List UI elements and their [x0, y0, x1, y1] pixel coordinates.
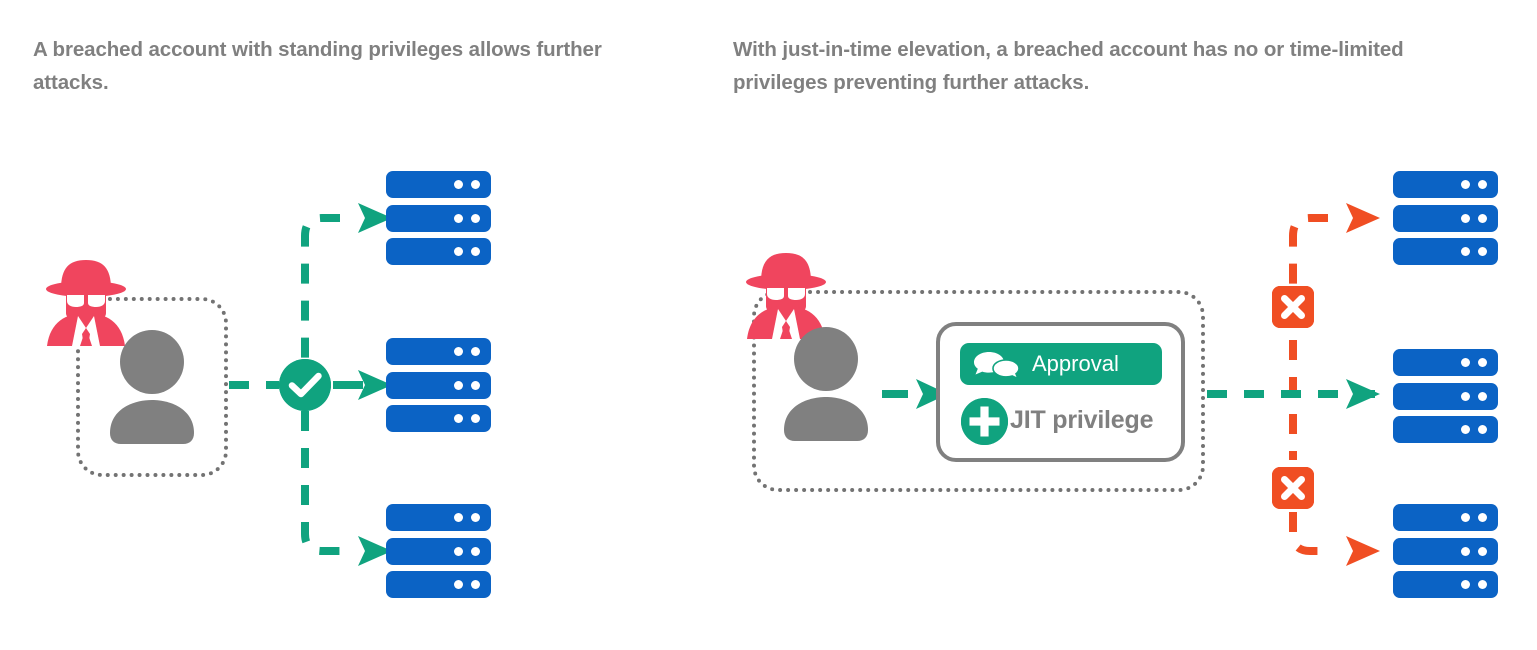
server-led [454, 180, 463, 189]
spy-icon [744, 249, 828, 339]
server-led [471, 347, 480, 356]
server-stack-middle [1393, 349, 1498, 443]
panel-just-in-time-elevation: With just-in-time elevation, a breached … [730, 0, 1537, 650]
server-unit [386, 537, 491, 565]
jit-elevation-card: Approval JIT privilege [936, 322, 1185, 462]
server-unit [386, 571, 491, 598]
jit-privilege-label: JIT privilege [1010, 406, 1154, 434]
server-unit [386, 338, 491, 365]
x-mark-icon [1272, 467, 1314, 509]
approval-label: Approval [1032, 351, 1119, 376]
server-led [471, 380, 480, 390]
user-icon [104, 330, 200, 445]
server-unit [1393, 171, 1498, 198]
x-mark-icon [1272, 286, 1314, 328]
server-led [1461, 425, 1470, 434]
server-led [1461, 358, 1470, 367]
server-unit [1393, 349, 1498, 376]
server-led [454, 247, 463, 256]
server-unit [386, 405, 491, 432]
server-stack-middle [386, 338, 491, 432]
arrowhead-blocked-bottom [1346, 536, 1380, 566]
server-led [454, 347, 463, 356]
server-led [1461, 513, 1470, 522]
server-unit [1393, 416, 1498, 443]
account-boundary-left [76, 297, 228, 477]
user-icon [778, 327, 874, 442]
server-led [471, 414, 480, 423]
server-led [1461, 213, 1470, 223]
server-led [1478, 391, 1487, 401]
server-led [1478, 580, 1487, 589]
caption-standing-privileges: A breached account with standing privile… [33, 38, 602, 94]
server-led [1461, 180, 1470, 189]
server-stack-bottom [1393, 504, 1498, 598]
server-led [454, 380, 463, 390]
server-led [471, 580, 480, 589]
server-led [454, 414, 463, 423]
server-unit [386, 204, 491, 232]
caption-just-in-time-elevation: With just-in-time elevation, a breached … [733, 38, 1404, 94]
server-led [471, 180, 480, 189]
server-stack-bottom [386, 504, 491, 598]
server-led [1461, 391, 1470, 401]
server-led [1461, 580, 1470, 589]
spy-icon [44, 256, 128, 346]
panel-standing-privileges: A breached account with standing privile… [0, 0, 730, 650]
server-led [1478, 425, 1487, 434]
server-led [454, 513, 463, 522]
server-led [1478, 546, 1487, 556]
server-stack-top [386, 171, 491, 265]
server-unit [386, 171, 491, 198]
arrowhead-allowed-middle [1346, 379, 1380, 409]
server-unit [1393, 504, 1498, 531]
server-unit [386, 371, 491, 399]
server-led [1478, 358, 1487, 367]
server-led [1478, 513, 1487, 522]
server-led [471, 513, 480, 522]
server-led [471, 213, 480, 223]
server-led [454, 213, 463, 223]
server-led [1461, 247, 1470, 256]
server-unit [1393, 238, 1498, 265]
server-unit [1393, 204, 1498, 232]
server-led [1478, 180, 1487, 189]
server-led [471, 546, 480, 556]
server-unit [386, 238, 491, 265]
server-unit [386, 504, 491, 531]
arrowhead-blocked-top [1346, 203, 1380, 233]
server-stack-top [1393, 171, 1498, 265]
server-unit [1393, 571, 1498, 598]
speech-bubbles-icon [974, 352, 1020, 381]
server-led [1478, 247, 1487, 256]
server-led [1461, 546, 1470, 556]
server-led [454, 546, 463, 556]
server-unit [1393, 382, 1498, 410]
server-unit [1393, 537, 1498, 565]
server-led [471, 247, 480, 256]
approval-pill[interactable]: Approval [960, 343, 1162, 385]
server-led [454, 580, 463, 589]
check-circle-icon [279, 359, 331, 411]
account-boundary-right [752, 290, 1205, 492]
server-led [1478, 213, 1487, 223]
plus-circle-icon [961, 398, 1008, 445]
